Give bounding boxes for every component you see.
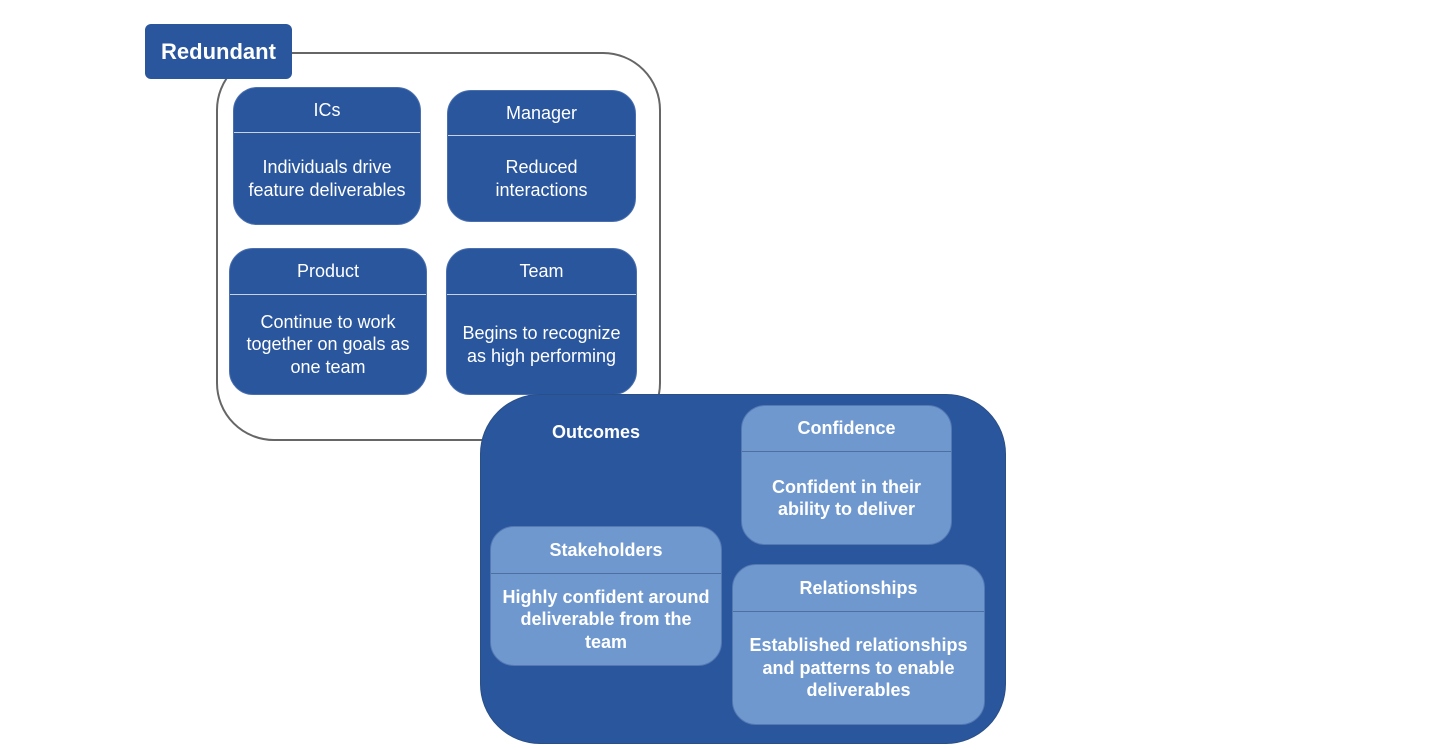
card-body: Established relationships and patterns t… bbox=[749, 635, 968, 701]
card-team: Team Begins to recognize as high perform… bbox=[446, 248, 637, 395]
card-divider bbox=[491, 573, 721, 574]
card-relationships: Relationships Established relationships … bbox=[732, 564, 985, 725]
card-title: Product bbox=[296, 261, 360, 281]
card-title: Relationships bbox=[799, 577, 918, 598]
card-ics: ICs Individuals drive feature deliverabl… bbox=[233, 87, 421, 225]
card-body: Highly confident around deliverable from… bbox=[502, 586, 710, 652]
card-title: ICs bbox=[313, 99, 341, 120]
card-body: Continue to work together on goals as on… bbox=[246, 311, 410, 377]
card-product: Product Continue to work together on goa… bbox=[229, 248, 427, 395]
card-title: Manager bbox=[505, 102, 578, 123]
card-body: Individuals drive feature deliverables bbox=[248, 157, 406, 200]
card-body: Begins to recognize as high performing bbox=[462, 323, 621, 366]
card-title: Stakeholders bbox=[549, 539, 663, 560]
card-manager: Manager Reduced interactions bbox=[447, 90, 636, 222]
card-stakeholders: Stakeholders Highly confident around del… bbox=[490, 526, 722, 666]
redundant-group-label: Redundant bbox=[145, 24, 292, 79]
card-body: Reduced interactions bbox=[495, 157, 588, 200]
card-body: Confident in their ability to deliver bbox=[772, 476, 921, 520]
card-divider bbox=[234, 132, 420, 133]
card-title: Confidence bbox=[797, 418, 896, 438]
card-divider bbox=[742, 451, 951, 452]
card-divider bbox=[448, 135, 635, 136]
card-confidence: Confidence Confident in their ability to… bbox=[741, 405, 952, 545]
card-divider bbox=[733, 611, 984, 612]
card-title: Team bbox=[519, 261, 564, 281]
card-divider bbox=[447, 294, 636, 295]
outcomes-label: Outcomes bbox=[551, 421, 641, 442]
card-divider bbox=[230, 294, 426, 295]
